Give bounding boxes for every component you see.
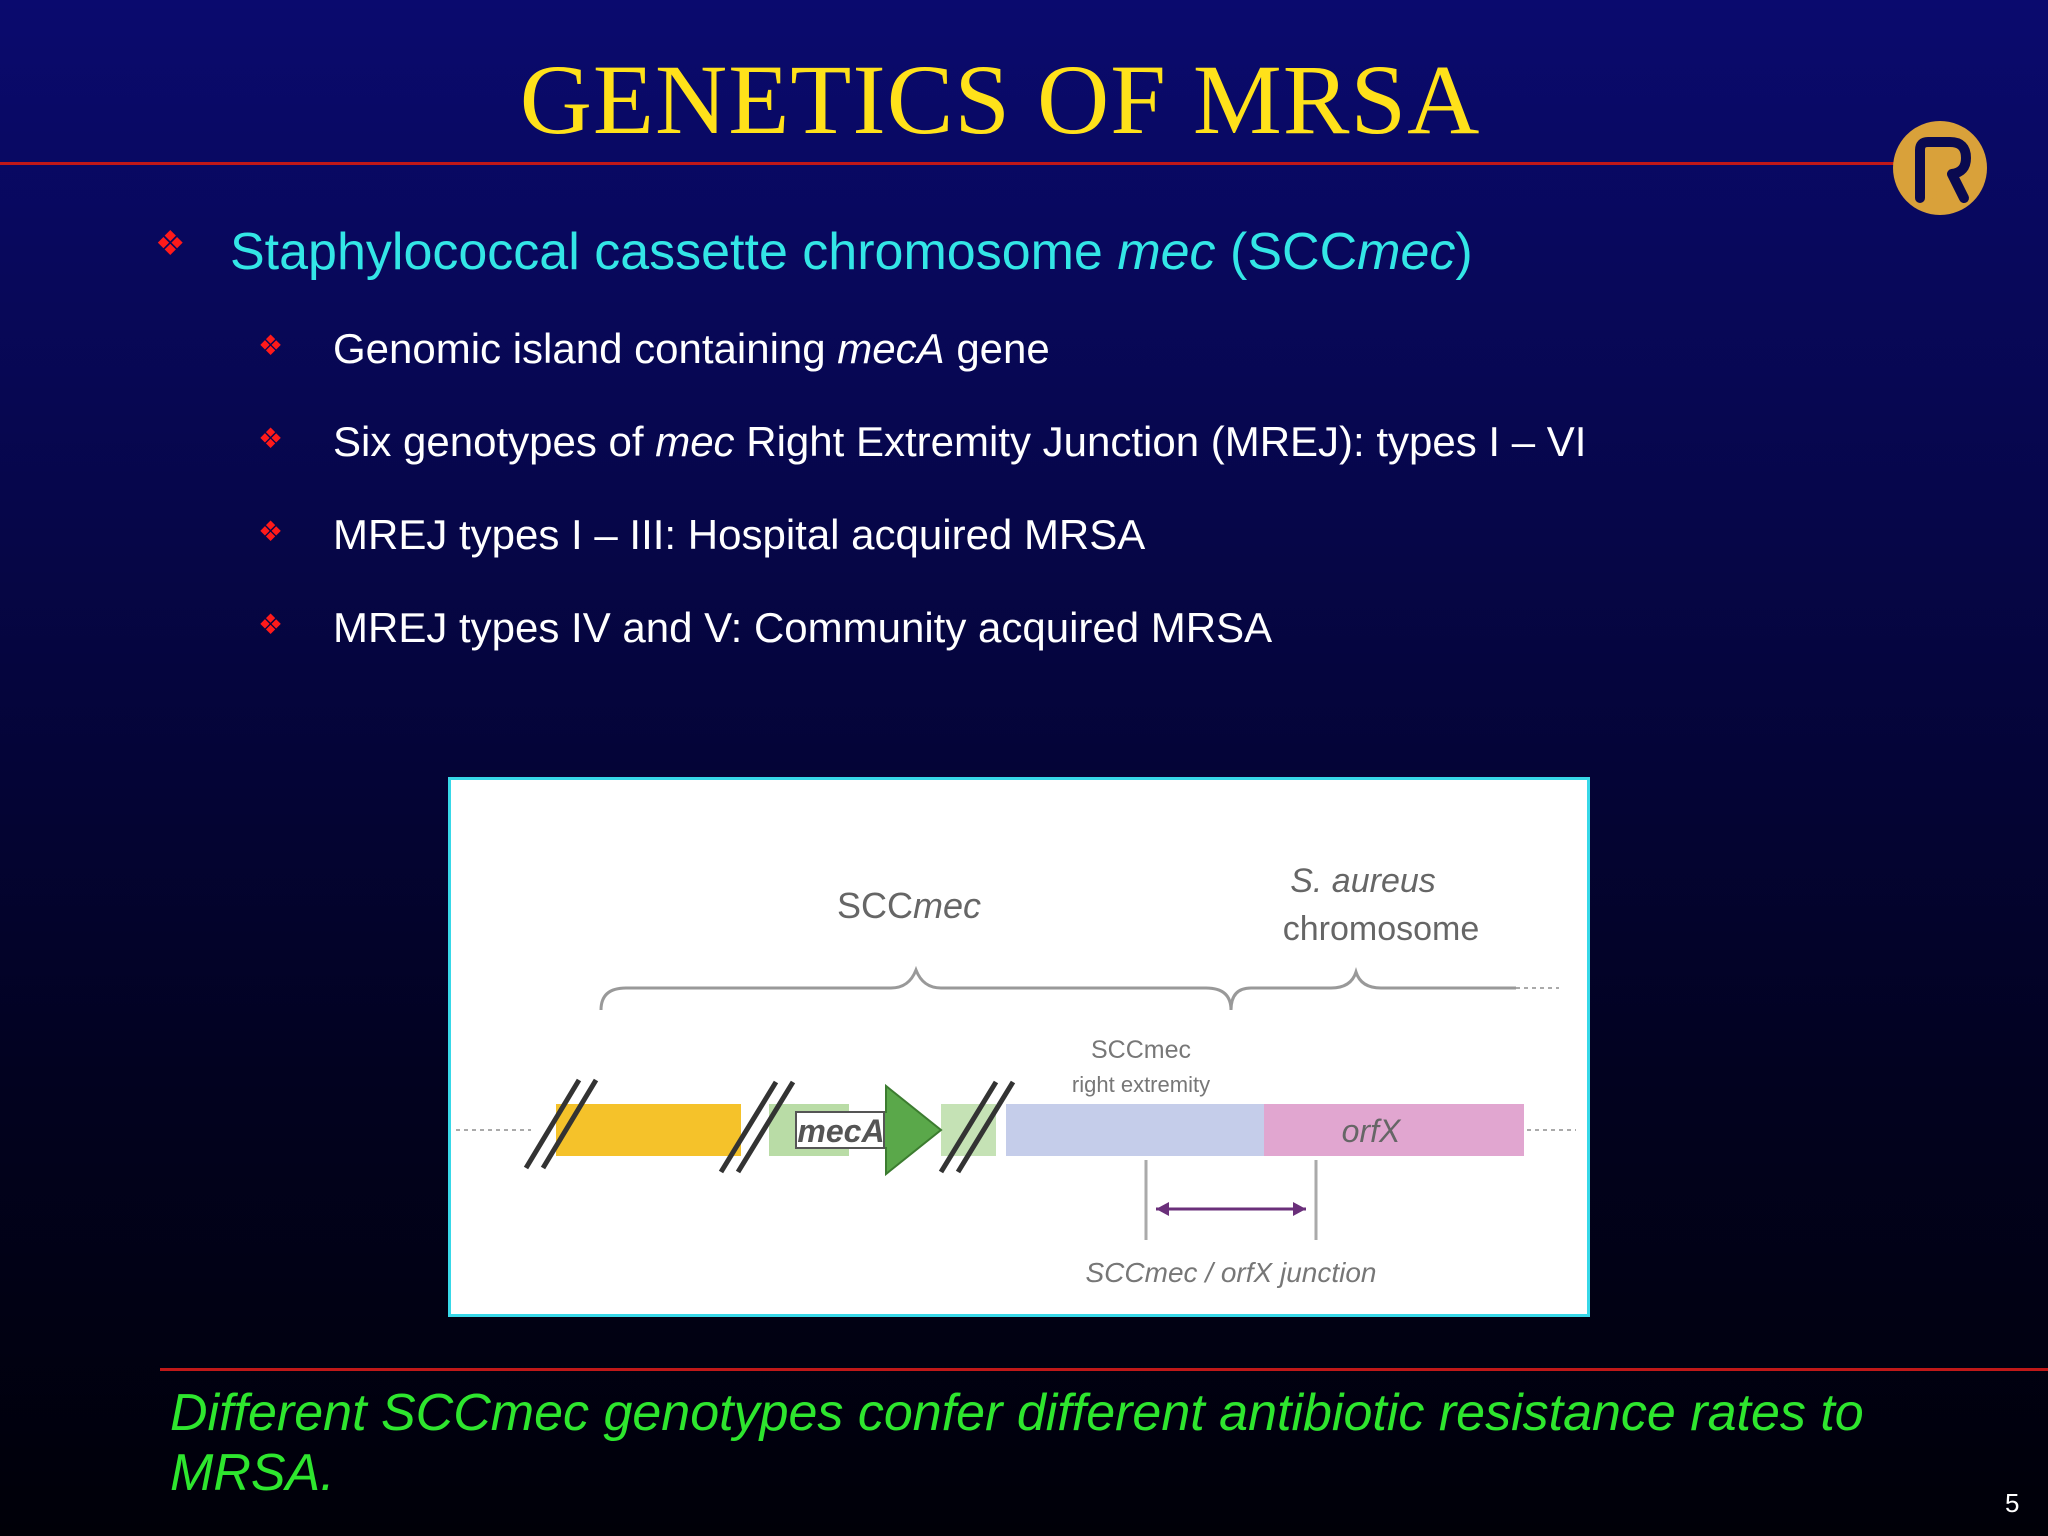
diamond-bullet-icon: ❖ bbox=[155, 225, 186, 263]
sub-bullet-text: MREJ types IV and V: Community acquired … bbox=[333, 604, 1273, 651]
sub-bullet-text: MREJ types I – III: Hospital acquired MR… bbox=[333, 511, 1146, 558]
diamond-bullet-icon: ❖ bbox=[258, 330, 284, 361]
chromosome-label-line1: S. aureus bbox=[1290, 862, 1436, 900]
sub-bullet-item: ❖ MREJ types I – III: Hospital acquired … bbox=[258, 511, 1958, 604]
footer-divider bbox=[160, 1368, 2048, 1371]
title-divider bbox=[0, 162, 1895, 165]
sub-bullet-item: ❖ MREJ types IV and V: Community acquire… bbox=[258, 604, 1958, 697]
sccmec-brace bbox=[599, 965, 1233, 1011]
sub-bullet-text: Six genotypes of mec Right Extremity Jun… bbox=[333, 418, 1587, 465]
chromosome-label-line2: chromosome bbox=[1283, 910, 1480, 948]
slide-title: GENETICS OF MRSA bbox=[519, 44, 1481, 155]
sub-bullet-list: ❖ Genomic island containing mecA gene ❖ … bbox=[258, 325, 1958, 697]
right-extremity-block bbox=[1006, 1104, 1264, 1156]
sccmec-diagram-svg: SCCmec S. aureus chromosome SCCmec right… bbox=[456, 862, 1576, 1288]
diamond-bullet-icon: ❖ bbox=[258, 516, 284, 547]
chromosome-brace bbox=[1229, 966, 1516, 1011]
company-logo bbox=[1890, 120, 1990, 220]
yellow-segment bbox=[556, 1104, 741, 1156]
logo-icon bbox=[1893, 121, 1987, 215]
sub-bullet-item: ❖ Genomic island containing mecA gene bbox=[258, 325, 1958, 418]
main-bullet: ❖ Staphylococcal cassette chromosome mec… bbox=[155, 222, 1955, 282]
diamond-bullet-icon: ❖ bbox=[258, 609, 284, 640]
meca-label: mecA bbox=[797, 1113, 884, 1149]
sub-bullet-item: ❖ Six genotypes of mec Right Extremity J… bbox=[258, 418, 1958, 511]
break-marks bbox=[523, 1078, 1016, 1174]
right-extremity-label-line2: right extremity bbox=[1072, 1072, 1210, 1097]
sccmec-label: SCCmec bbox=[837, 885, 981, 926]
main-bullet-text: Staphylococcal cassette chromosome mec (… bbox=[230, 223, 1473, 281]
sccmec-diagram: SCCmec S. aureus chromosome SCCmec right… bbox=[448, 777, 1590, 1317]
right-extremity-label-line1: SCCmec bbox=[1091, 1036, 1191, 1064]
diamond-bullet-icon: ❖ bbox=[258, 423, 284, 454]
sub-bullet-text: Genomic island containing mecA gene bbox=[333, 325, 1050, 372]
orfx-block bbox=[1264, 1104, 1524, 1156]
footer-note: Different SCCmec genotypes confer differ… bbox=[170, 1384, 1864, 1502]
junction-label: SCCmec / orfX junction bbox=[1086, 1257, 1377, 1288]
orfx-label: orfX bbox=[1342, 1113, 1402, 1149]
page-number: 5 bbox=[2005, 1488, 2020, 1518]
